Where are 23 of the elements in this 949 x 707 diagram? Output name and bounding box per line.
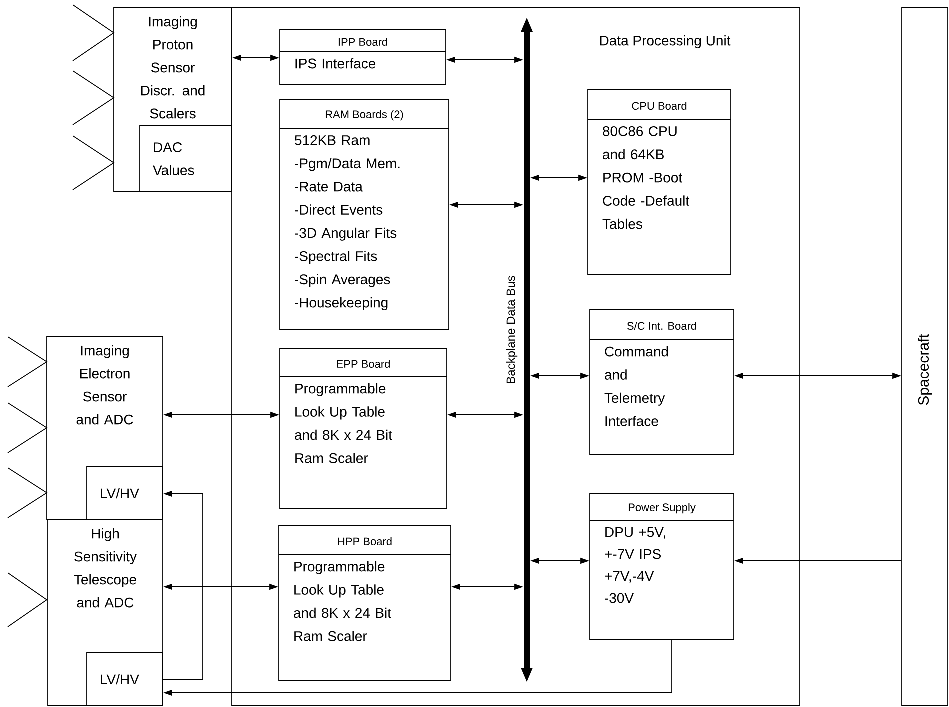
bus-label: Backplane Data Bus xyxy=(506,276,518,384)
board-title: Power Supply xyxy=(628,503,696,514)
sub-label: LV/HV xyxy=(101,488,140,499)
board-text: Command and Telemetry Interface xyxy=(604,346,668,426)
board-text: DPU +5V, +-7V IPS +7V,-4V -30V xyxy=(605,527,666,604)
board-title: CPU Board xyxy=(632,102,687,110)
board-title: S/C Int. Board xyxy=(627,322,696,330)
board-title: IPP Board xyxy=(338,38,388,46)
unit-heading: Data Processing Unit xyxy=(600,35,731,49)
side-label: Spacecraft xyxy=(918,334,932,406)
sensor-label: High Sensitivity Telescope and ADC xyxy=(74,528,137,608)
board-title: EPP Board xyxy=(337,360,390,368)
sub-label: DAC Values xyxy=(153,142,194,176)
board-text: 80C86 CPU and 64KB PROM -Boot Code -Default Tables xyxy=(602,126,690,230)
sensor-label: Imaging Proton Sensor Discr. and Scalers xyxy=(141,16,205,119)
board-title: HPP Board xyxy=(338,537,392,546)
sub-label: LV/HV xyxy=(101,674,140,685)
board-text: 512KB Ram -Pgm/Data Mem. -Rate Data -Direct Events -3D Angular Fits -Spectral Fits -Spin Averages -Housekeeping xyxy=(295,135,400,311)
sensor-label: Imaging Electron Sensor and ADC xyxy=(76,345,134,425)
board-title: RAM Boards (2) xyxy=(326,110,404,121)
board-text: Programmable Look Up Table and 8K x 24 Bit Ram Scaler xyxy=(295,383,392,464)
board-text: IPS Interface xyxy=(296,58,376,69)
board-text: Programmable Look Up Table and 8K x 24 Bit Ram Scaler xyxy=(294,561,392,642)
